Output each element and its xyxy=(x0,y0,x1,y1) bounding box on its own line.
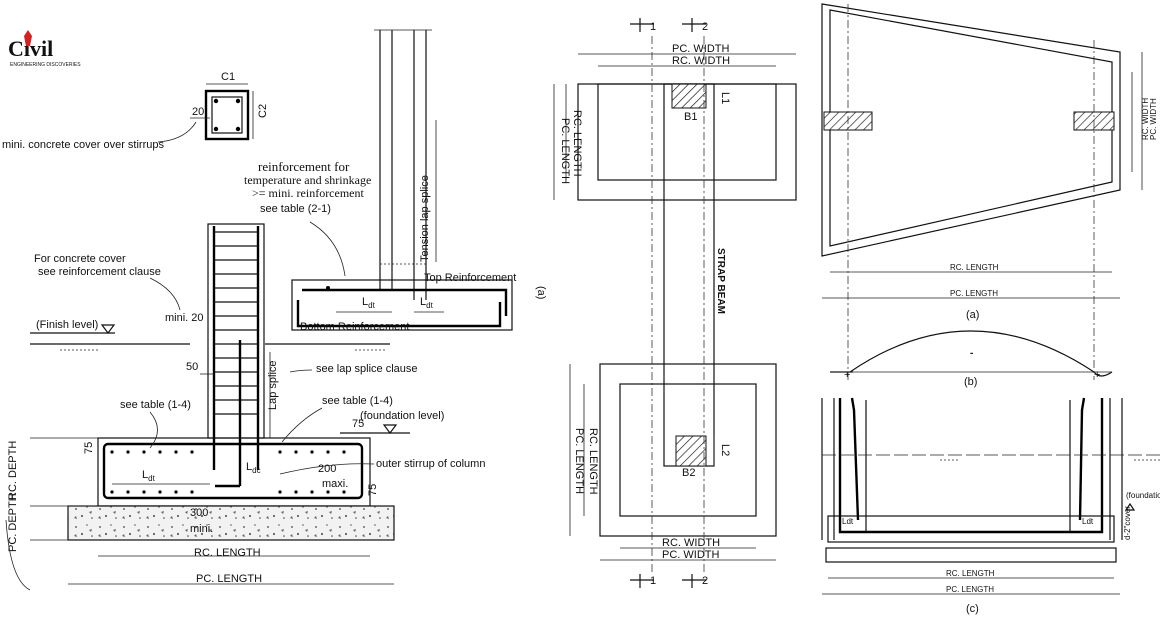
maxi-label: maxi. xyxy=(322,478,348,490)
rc-length-label: RC. LENGTH xyxy=(194,547,261,559)
lap-splice-label: Lap splice xyxy=(267,360,279,410)
ldc-label: Ldc xyxy=(246,461,261,475)
temp-note-2: temperature and shrinkage xyxy=(244,173,371,187)
section-mark-1-top: 1 xyxy=(650,21,656,33)
wall-footing-section: Tension lap splice Top Reinforcement Ldt… xyxy=(291,29,516,333)
pc-depth-label: PC. DEPTH xyxy=(7,493,19,552)
top-reinforcement-label: Top Reinforcement xyxy=(424,272,516,284)
rc-length-bottom: RC. LENGTH xyxy=(587,428,599,495)
column-cross-section: C1 C2 20 mini. concrete cover over stirr… xyxy=(2,71,269,151)
brand-logo: Civil ENGINEERING DISCOVERIES xyxy=(8,30,81,68)
l1-label: L1 xyxy=(719,92,731,104)
pc-width-top: PC. WIDTH xyxy=(672,43,729,55)
trapezoidal-footing-plan: RC. WIDTH PC. WIDTH RC. LENGTH PC. LENGT… xyxy=(821,3,1160,615)
plan-a-label: (a) xyxy=(535,286,547,299)
logo-tagline: ENGINEERING DISCOVERIES xyxy=(10,62,81,68)
mini-label: mini. xyxy=(190,523,213,535)
pc-width-bottom: PC. WIDTH xyxy=(662,549,719,561)
temp-note-4: see table (2-1) xyxy=(260,203,331,215)
right-a-label: (a) xyxy=(966,309,979,321)
dim-75-right: 75 xyxy=(367,484,379,496)
rc-length-a: RC. LENGTH xyxy=(950,263,999,272)
rc-depth-label: RC. DEPTH xyxy=(7,441,19,500)
moment-minus: - xyxy=(970,348,973,359)
pc-length-label: PC. LENGTH xyxy=(196,573,262,585)
column-1-hatch xyxy=(671,83,707,109)
l2-label: L2 xyxy=(719,444,731,456)
b1-label: B1 xyxy=(684,111,697,123)
cover-note: mini. concrete cover over stirrups xyxy=(2,139,164,151)
temp-note-3: >= mini. reinforcement xyxy=(252,186,364,200)
outer-stirrup-label: outer stirrup of column xyxy=(376,458,485,470)
section-mark-1-bottom: 1 xyxy=(650,575,656,587)
column-c2-label: C2 xyxy=(257,104,269,118)
ldt-c-left: Ldt xyxy=(842,517,854,526)
see-lap-splice-label: see lap splice clause xyxy=(316,363,418,375)
rc-width-right: RC. WIDTH xyxy=(1141,98,1150,140)
bottom-reinforcement-label: Bottom Reinforcement xyxy=(300,321,409,333)
column-stirrups xyxy=(214,231,258,415)
dim-75-left: 75 xyxy=(83,442,95,454)
strap-beam-plan: (a) 1 2 1 2 PC. WIDTH RC. WIDTH RC. LENG… xyxy=(535,18,797,588)
finish-level-label: (Finish level) xyxy=(36,319,98,331)
isolated-footing-section: C1 C2 20 mini. concrete cover over stirr… xyxy=(2,71,485,591)
ldt-top-left: Ldt xyxy=(362,296,376,310)
ldt-label-left: Ldt xyxy=(142,469,156,483)
cover-clause-1: For concrete cover xyxy=(34,253,126,265)
dim-75-top: 75 xyxy=(352,418,364,430)
cover-label-c: d-2"cover xyxy=(1123,506,1132,540)
bottom-bar-dots xyxy=(110,450,346,494)
rc-width-top: RC. WIDTH xyxy=(672,55,730,67)
ldt-c-right: Ldt xyxy=(1082,517,1094,526)
section-mark-2-top: 2 xyxy=(702,21,708,33)
mini-20-label: mini. 20 xyxy=(165,312,204,324)
right-b-label: (b) xyxy=(964,376,977,388)
pc-length-bottom: PC. LENGTH xyxy=(573,428,585,494)
b2-label: B2 xyxy=(682,467,695,479)
see-table-left: see table (1-4) xyxy=(120,399,191,411)
ldt-top-right: Ldt xyxy=(420,296,434,310)
strap-beam-label: STRAP BEAM xyxy=(715,248,726,314)
see-table-right: see table (1-4) xyxy=(322,395,393,407)
column-cover-value: 20 xyxy=(192,106,204,118)
logo-figure-icon xyxy=(24,30,32,46)
foundation-label-c: (foundation xyxy=(1126,491,1160,500)
pc-width-right: PC. WIDTH xyxy=(1149,98,1158,140)
moment-plus-right: + xyxy=(1094,369,1100,381)
dim-200-label: 200 xyxy=(318,463,336,475)
moment-plus-left: + xyxy=(844,369,850,381)
foundation-level-label: (foundation level) xyxy=(360,410,444,422)
cover-clause-2: see reinforcement clause xyxy=(38,266,161,278)
column-c1-label: C1 xyxy=(221,71,235,83)
section-mark-2-bottom: 2 xyxy=(702,575,708,587)
right-c-label: (c) xyxy=(966,603,979,615)
rc-length-c: RC. LENGTH xyxy=(946,569,995,578)
pc-length-top: PC. LENGTH xyxy=(559,118,571,184)
dim-300-label: 300 xyxy=(190,507,208,519)
pc-length-c: PC. LENGTH xyxy=(946,585,994,594)
plain-concrete-base xyxy=(67,505,395,541)
column-2-hatch xyxy=(675,435,707,467)
pc-length-a: PC. LENGTH xyxy=(950,289,998,298)
dim-50-label: 50 xyxy=(186,361,198,373)
rc-length-top: RC. LENGTH xyxy=(571,110,583,177)
tension-lap-splice-label: Tension lap splice xyxy=(419,175,431,262)
rc-width-bottom: RC. WIDTH xyxy=(662,537,720,549)
temp-note-1: reinforcement for xyxy=(258,159,350,174)
